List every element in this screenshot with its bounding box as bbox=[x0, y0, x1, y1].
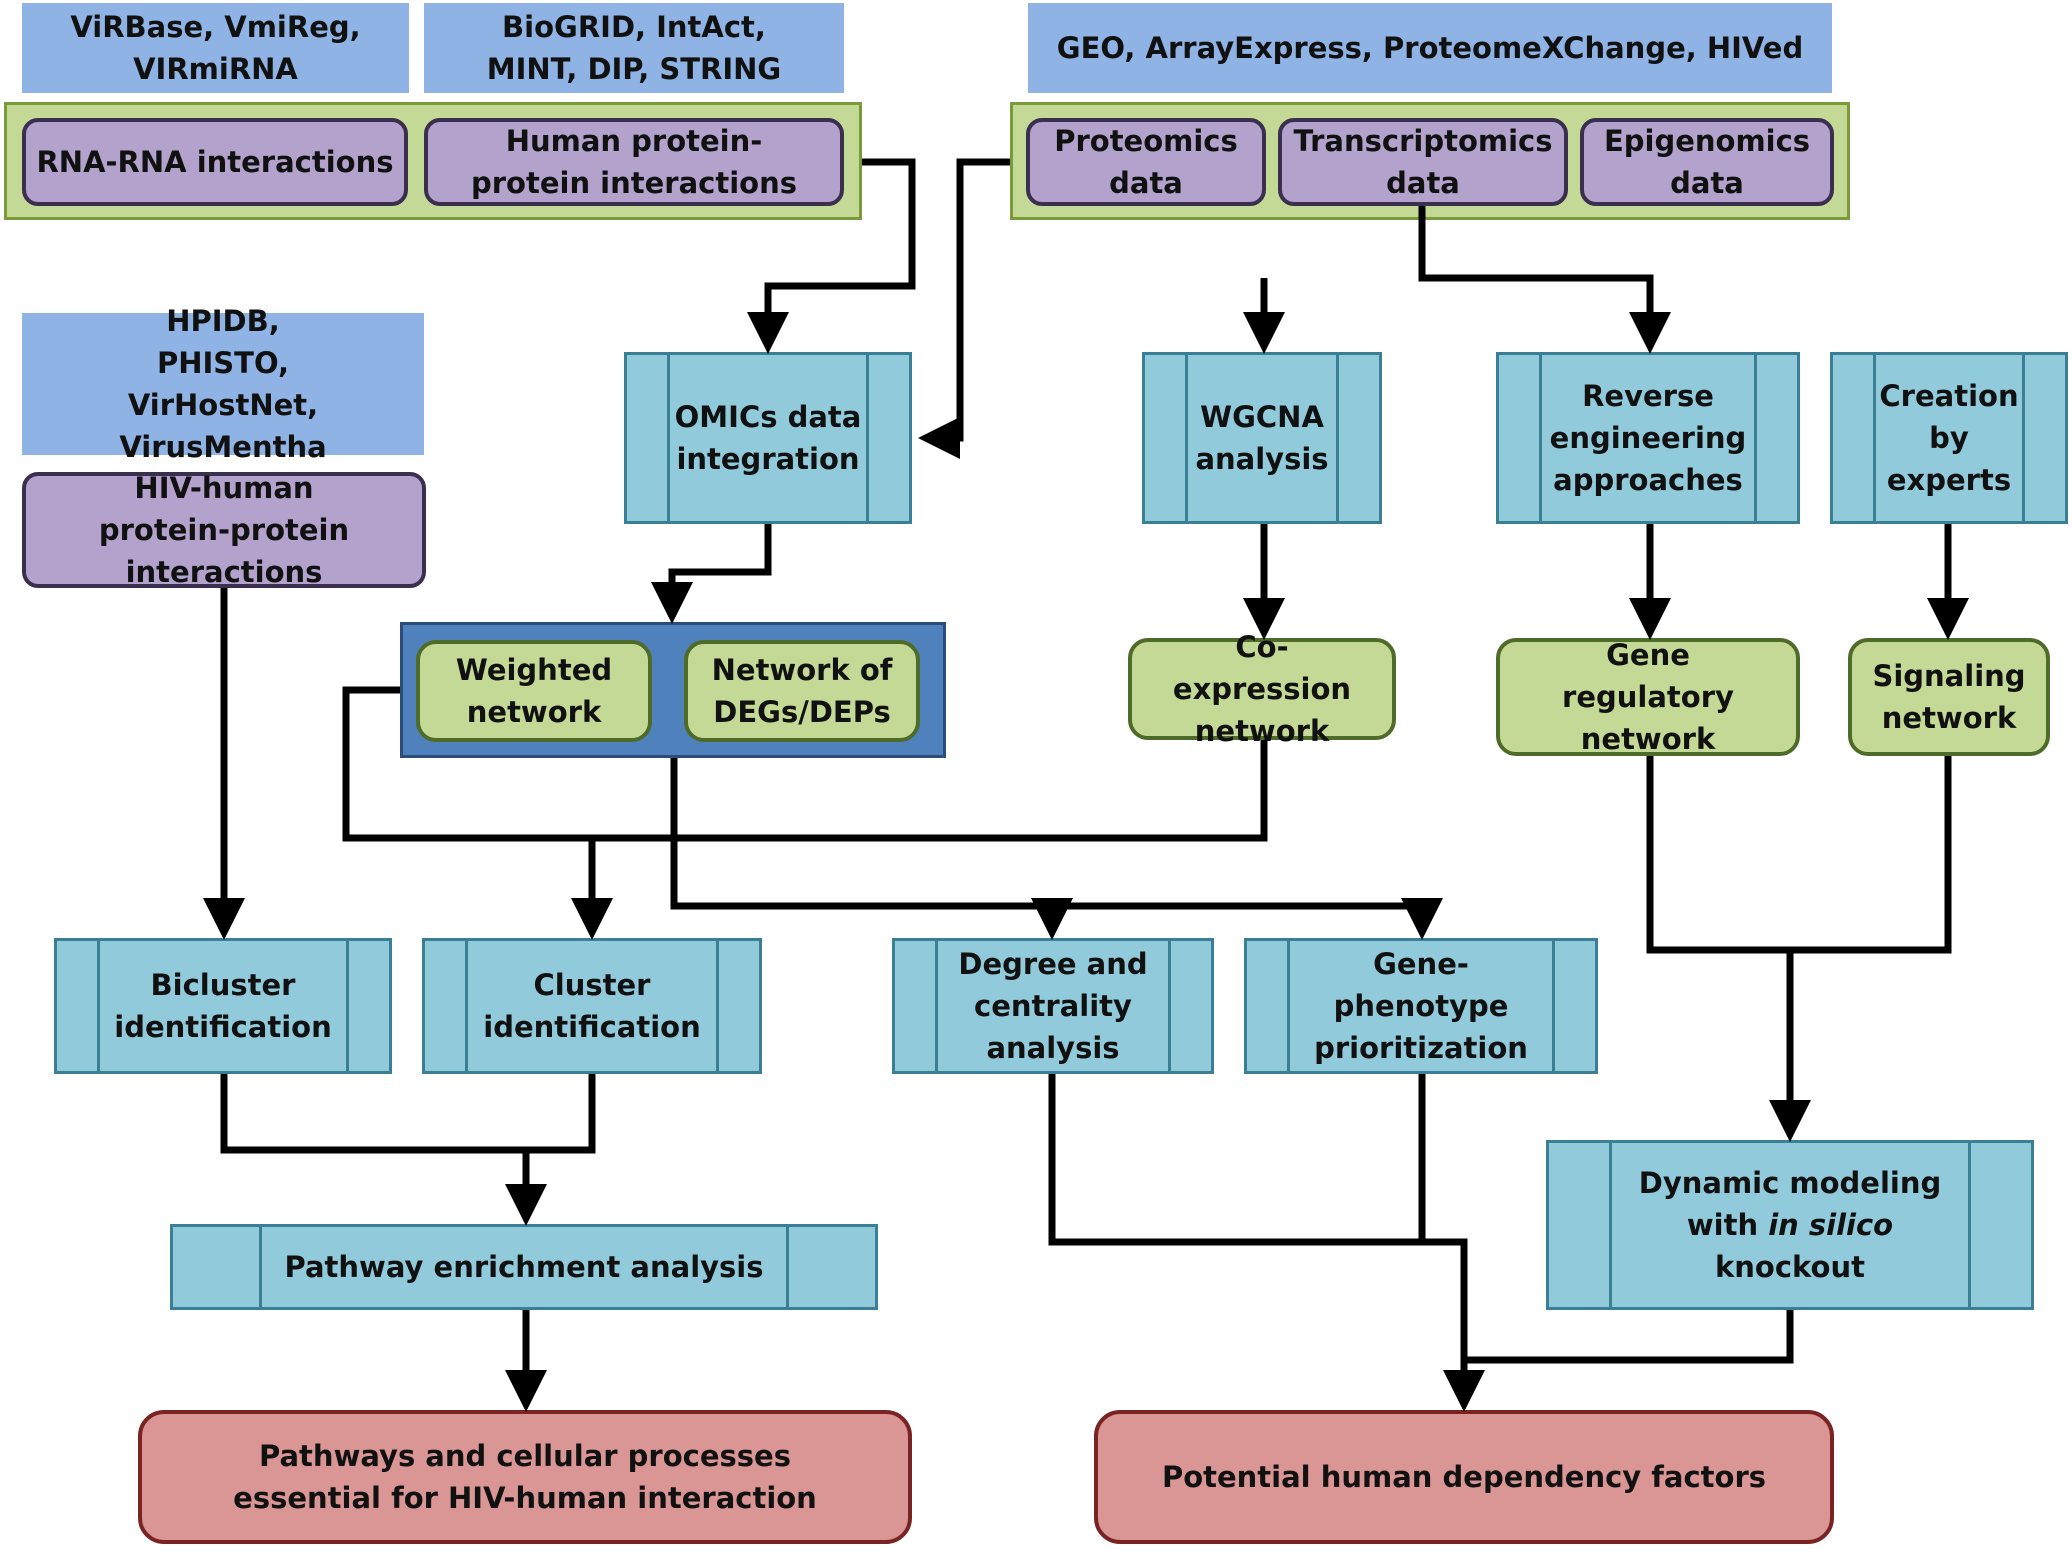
arrow-proteomics-to-omics bbox=[918, 158, 1010, 459]
gene-regulatory-network: Gene regulatory network bbox=[1496, 638, 1800, 756]
dynamic-modeling-step: Dynamic modeling with in silico knockout bbox=[1546, 1140, 2034, 1310]
transcriptomics-data: Transcriptomics data bbox=[1278, 118, 1568, 206]
arrow-weighted-to-cluster bbox=[342, 686, 1268, 842]
bicluster-label: Bicluster identification bbox=[114, 968, 332, 1044]
proteomics-data: Proteomics data bbox=[1026, 118, 1266, 206]
omics-databases-label: GEO, ArrayExpress, ProteomeXChange, HIVe… bbox=[1028, 3, 1832, 93]
in-silico-label: in silico bbox=[1768, 1208, 1894, 1242]
degs-deps-network: Network of DEGs/DEPs bbox=[684, 640, 920, 742]
wgcna-step: WGCNA analysis bbox=[1142, 352, 1382, 524]
rna-databases-label: ViRBase, VmiReg, VIRmiRNA bbox=[22, 3, 409, 93]
expert-creation-step: Creation by experts bbox=[1830, 352, 2068, 524]
arrow-omics-to-network bbox=[651, 524, 772, 624]
pathway-enrichment-label: Pathway enrichment analysis bbox=[284, 1250, 764, 1284]
arrow-dynamic-to-dependency bbox=[1464, 1310, 1794, 1364]
expert-creation-label: Creation by experts bbox=[1879, 379, 2019, 497]
ppi-databases-label: BioGRID, IntAct, MINT, DIP, STRING bbox=[424, 3, 844, 93]
pathway-enrichment-step: Pathway enrichment analysis bbox=[170, 1224, 878, 1310]
reverse-engineering-label: Reverse engineering approaches bbox=[1549, 379, 1747, 497]
arrow-clusters-to-pathway bbox=[220, 1074, 596, 1154]
wgcna-label: WGCNA analysis bbox=[1195, 400, 1329, 476]
arrow-transcriptomics-split bbox=[1418, 206, 1654, 340]
bicluster-step: Bicluster identification bbox=[54, 938, 392, 1074]
omics-integration-step: OMICs data integration bbox=[624, 352, 912, 524]
arrow-grn-signal-merge bbox=[1646, 756, 1952, 954]
arrow-ppi-to-omics bbox=[747, 158, 916, 354]
degree-centrality-step: Degree and centrality analysis bbox=[892, 938, 1214, 1074]
signaling-network: Signaling network bbox=[1848, 638, 2050, 756]
pathways-outcome: Pathways and cellular processes essentia… bbox=[138, 1410, 912, 1544]
rna-rna-interactions: RNA-RNA interactions bbox=[22, 118, 408, 206]
epigenomics-data: Epigenomics data bbox=[1580, 118, 1834, 206]
degree-centrality-label: Degree and centrality analysis bbox=[958, 947, 1148, 1065]
hiv-human-ppi: HIV-human protein-protein interactions bbox=[22, 471, 426, 589]
cluster-label: Cluster identification bbox=[483, 968, 701, 1044]
cluster-step: Cluster identification bbox=[422, 938, 762, 1074]
weighted-network: Weighted network bbox=[416, 640, 652, 742]
dynamic-modeling-label: Dynamic modeling with bbox=[1638, 1166, 1942, 1242]
arrow-analysis-to-dependency bbox=[1048, 1074, 1485, 1412]
omics-integration-label: OMICs data integration bbox=[674, 400, 862, 476]
gene-phenotype-step: Gene-phenotype prioritization bbox=[1244, 938, 1598, 1074]
arrow-degs-to-analysis bbox=[670, 758, 1426, 926]
knockout-label: knockout bbox=[1715, 1250, 1865, 1284]
dependency-factors-outcome: Potential human dependency factors bbox=[1094, 1410, 1834, 1544]
gene-phenotype-label: Gene-phenotype prioritization bbox=[1314, 947, 1528, 1065]
reverse-engineering-step: Reverse engineering approaches bbox=[1496, 352, 1800, 524]
human-ppi: Human protein-protein interactions bbox=[424, 118, 844, 206]
